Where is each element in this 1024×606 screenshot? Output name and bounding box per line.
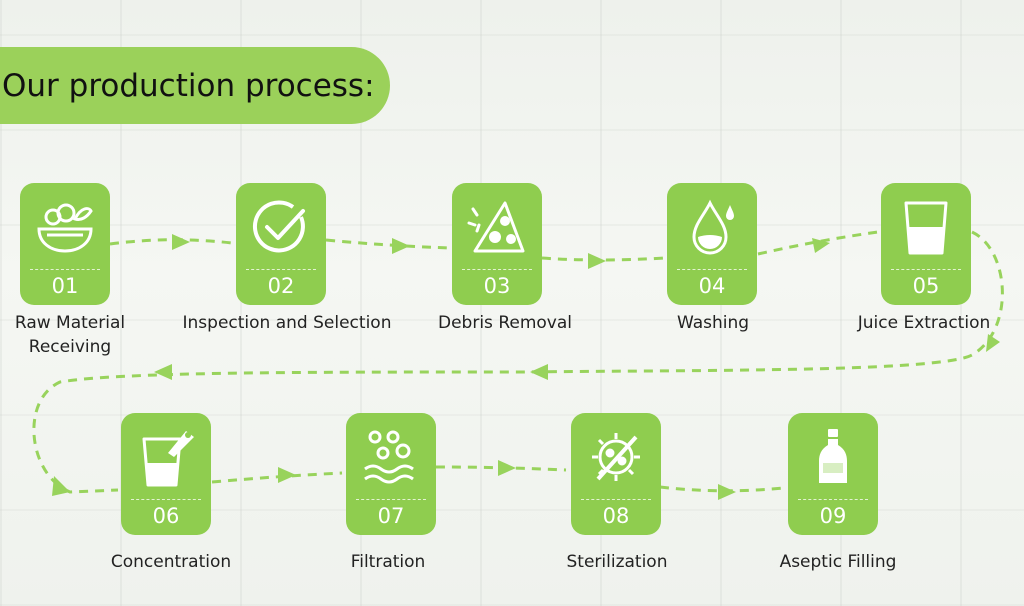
no-bacteria-icon [592,433,640,481]
vegetable-bowl-icon [37,203,93,253]
connector-06-07 [211,471,343,484]
step-card-03: 03 [452,183,542,305]
arrowhead-05b [530,364,548,380]
step-card-01: 01 [20,183,110,305]
connector-05-06 [32,230,1004,494]
juice-glass-icon [904,201,948,255]
step-01-number: 01 [51,274,79,298]
water-drop-icon [692,199,734,255]
page-title: Our production process: [2,67,375,104]
step-card-04: 04 [667,183,757,305]
step-05-divider [891,269,961,270]
step-05-number: 05 [912,274,940,298]
step-05-label: Juice Extraction [857,313,991,333]
step-03-divider [462,269,532,270]
checkmark-icon [252,200,305,253]
step-08-number: 08 [602,504,630,528]
step-01-divider [30,269,100,270]
step-09-number: 09 [819,504,847,528]
arrowhead-05a [986,334,1000,352]
step-09-divider [798,499,868,500]
bubbles-water-icon [364,430,414,484]
step-card-09: 09 [788,413,878,535]
step-03-label: Debris Removal [438,313,572,333]
step-02-label: Inspection and Selection [182,313,392,333]
title-banner: Our production process: [0,47,390,124]
step-card-06: 06 [121,413,211,535]
arrowhead-06 [278,467,296,483]
arrowhead-04 [812,238,830,253]
step-08-label: Sterilization [566,552,668,572]
step-card-08: 08 [571,413,661,535]
arrowhead-08 [718,484,736,500]
step-06-divider [131,499,201,500]
arrowhead-07 [498,460,516,476]
step-07-label: Filtration [350,552,426,572]
step-01-label: Raw Material Receiving [14,313,126,357]
step-07-number: 07 [377,504,405,528]
step-04-divider [677,269,747,270]
step-09-label: Aseptic Filling [779,552,897,572]
arrowhead-02 [392,238,410,254]
step-03-number: 03 [483,274,511,298]
step-card-02: 02 [236,183,326,305]
bottle-icon [819,429,847,483]
step-06-number: 06 [152,504,180,528]
arrowhead-01 [172,234,190,250]
step-08-divider [581,499,651,500]
arrowhead-05d [52,476,70,496]
concentrate-glass-icon [142,431,194,487]
connector-01-02 [109,238,233,246]
arrowhead-05c [154,364,172,380]
step-02-number: 02 [267,274,295,298]
arrowhead-03 [588,253,606,269]
step-07-divider [356,499,426,500]
connector-02-03 [325,238,451,250]
step-02-divider [246,269,316,270]
step-04-label: Washing [676,313,750,333]
step-04-number: 04 [698,274,726,298]
step-card-05: 05 [881,183,971,305]
step-card-07: 07 [346,413,436,535]
debris-triangle-icon [467,201,525,253]
step-06-label: Concentration [110,552,232,572]
